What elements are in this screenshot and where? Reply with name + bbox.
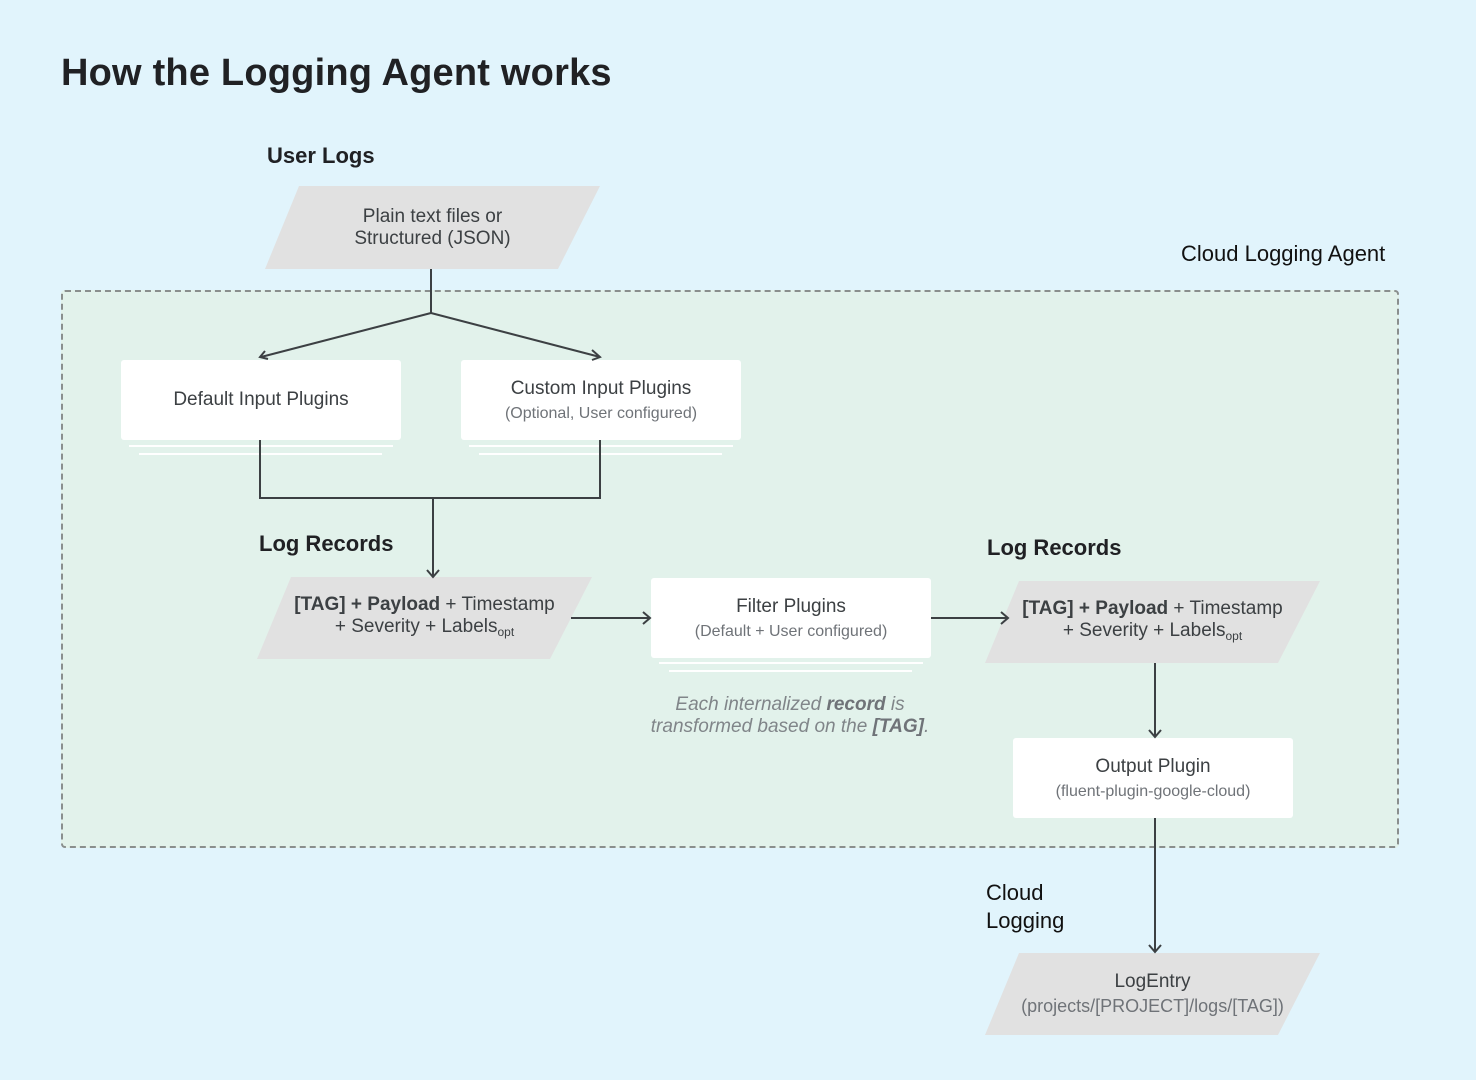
note-record: record (826, 694, 886, 715)
filter-stack-line (659, 662, 923, 664)
log-records-left-heading: Log Records (259, 531, 394, 556)
payload-text: Payload (367, 593, 441, 615)
cloud-logging-line2: Logging (986, 908, 1065, 933)
cloud-logging-line1: Cloud (986, 880, 1044, 905)
note-line2-pre: transformed based on the (650, 716, 873, 737)
log-records-right-line1: [TAG] + Payload + Timestamp (1022, 598, 1282, 620)
filter-stack-line (669, 670, 912, 672)
filter-plugins-label: Filter Plugins (736, 595, 846, 617)
log-records-left-line1: [TAG] + Payload + Timestamp (294, 594, 554, 616)
opt-subscript: opt (1225, 628, 1243, 643)
tag-text: [TAG] (1022, 597, 1074, 619)
custom-input-plugins-box: Custom Input Plugins (Optional, User con… (461, 360, 741, 440)
filter-plugins-sub: (Default + User configured) (694, 622, 888, 640)
output-plugin-sub: (fluent-plugin-google-cloud) (1055, 782, 1251, 800)
timestamp-text: + Timestamp (440, 593, 555, 615)
agent-label: Cloud Logging Agent (1181, 241, 1386, 266)
filter-plugins-box: Filter Plugins (Default + User configure… (651, 578, 931, 658)
arrowhead (1148, 944, 1162, 954)
log-entry-sub: (projects/[PROJECT]/logs/[TAG]) (1021, 996, 1284, 1016)
log-records-right-shape: [TAG] + Payload + Timestamp + Severity +… (985, 581, 1320, 663)
plus-text: + (345, 593, 368, 615)
default-input-stack-line (139, 453, 382, 455)
default-input-plugins-box: Default Input Plugins (121, 360, 401, 440)
payload-text: Payload (1095, 597, 1169, 619)
user-logs-shape: Plain text files or Structured (JSON) (265, 186, 600, 269)
output-plugin-box: Output Plugin (fluent-plugin-google-clou… (1013, 738, 1293, 818)
output-plugin-label: Output Plugin (1095, 755, 1211, 777)
opt-subscript: opt (497, 624, 515, 639)
custom-input-stack-line (479, 453, 722, 455)
default-input-plugins-label: Default Input Plugins (173, 389, 349, 410)
cloud-logging-heading: Cloud Logging (986, 879, 1064, 935)
user-logs-line2: Structured (JSON) (354, 227, 511, 249)
tag-text: [TAG] (294, 593, 346, 615)
log-records-left-line2: + Severity + Labelsopt (335, 616, 514, 643)
diagram-title: How the Logging Agent works (61, 52, 612, 94)
custom-input-plugins-sub: (Optional, User configured) (504, 404, 698, 422)
log-entry-label: LogEntry (1114, 971, 1191, 992)
log-records-right-line2: + Severity + Labelsopt (1063, 620, 1242, 647)
filter-note-line2: transformed based on the [TAG]. (640, 716, 940, 738)
severity-labels-text: + Severity + Labels (1062, 619, 1226, 641)
note-tag: [TAG] (872, 716, 924, 737)
timestamp-text: + Timestamp (1168, 597, 1283, 619)
log-records-left-shape: [TAG] + Payload + Timestamp + Severity +… (257, 577, 592, 659)
note-is: is (885, 694, 905, 715)
filter-note-line1: Each internalized record is (640, 694, 940, 716)
custom-input-plugins-label: Custom Input Plugins (510, 377, 692, 399)
severity-labels-text: + Severity + Labels (334, 615, 498, 637)
custom-input-stack-line (469, 445, 733, 447)
plus-text: + (1073, 597, 1096, 619)
note-end: . (923, 716, 930, 737)
log-entry-shape: LogEntry (projects/[PROJECT]/logs/[TAG]) (985, 953, 1320, 1035)
default-input-stack-line (129, 445, 393, 447)
filter-note: Each internalized record is transformed … (640, 694, 940, 738)
user-logs-line1: Plain text files or (362, 205, 503, 227)
log-records-right-heading: Log Records (987, 535, 1122, 560)
note-pre: Each internalized (675, 694, 827, 715)
user-logs-heading: User Logs (267, 143, 375, 168)
